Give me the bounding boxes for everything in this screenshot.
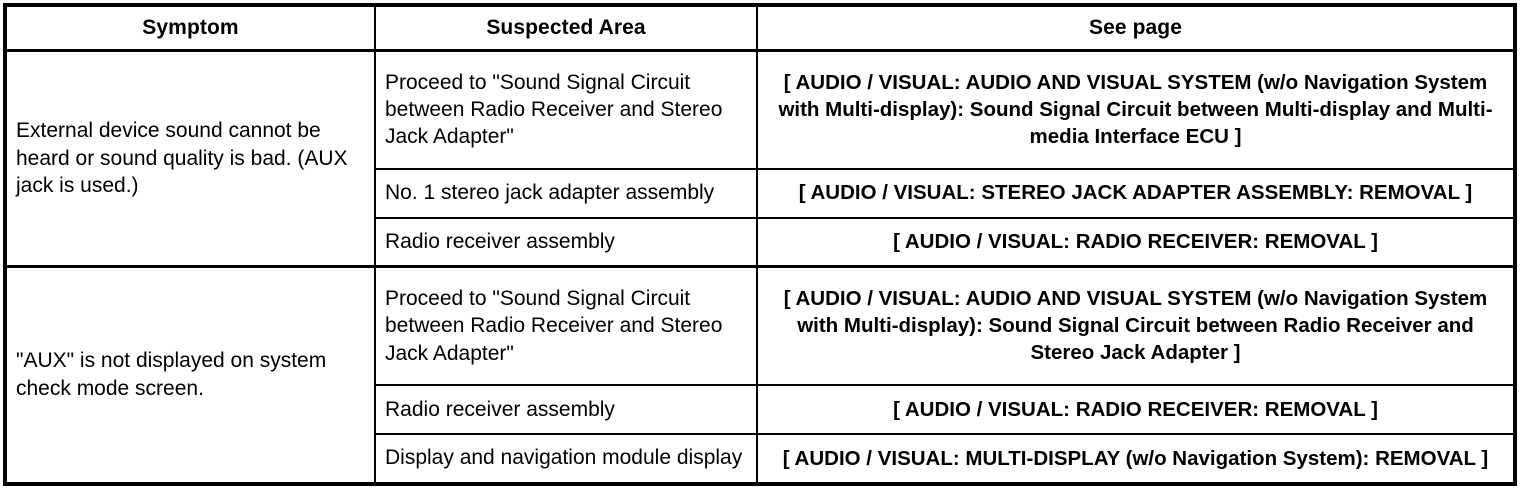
table-row: "AUX" is not displayed on system check m… [4, 265, 1516, 486]
suspected-area-cell: Radio receiver assembly [374, 216, 758, 268]
suspected-area-cell: Proceed to "Sound Signal Circuit between… [374, 265, 758, 387]
suspected-area-text: Display and navigation module display [385, 446, 743, 470]
column-header-symptom: Symptom [4, 4, 376, 52]
table-header: Symptom Suspected Area See page [4, 4, 1516, 52]
see-page-text: [ AUDIO / VISUAL: STEREO JACK ADAPTER AS… [798, 181, 1473, 205]
see-page-cell: [ AUDIO / VISUAL: MULTI-DISPLAY (w/o Nav… [756, 433, 1516, 485]
suspected-area-cell: Proceed to "Sound Signal Circuit between… [374, 49, 758, 171]
symptom-cell: "AUX" is not displayed on system check m… [4, 265, 376, 486]
see-page-cell: [ AUDIO / VISUAL: STEREO JACK ADAPTER AS… [756, 168, 1516, 219]
suspected-area-text: No. 1 stereo jack adapter assembly [385, 181, 715, 205]
table-row: External device sound cannot be heard or… [4, 48, 1516, 268]
table-row: Display and navigation module display [ … [5, 433, 1516, 485]
symptom-cell: External device sound cannot be heard or… [4, 48, 376, 268]
symptom-text: External device sound cannot be heard or… [16, 119, 348, 197]
see-page-text: [ AUDIO / VISUAL: MULTI-DISPLAY (w/o Nav… [782, 446, 1489, 470]
column-header-suspected-area: Suspected Area [374, 4, 758, 52]
symptom-text: "AUX" is not displayed on system check m… [16, 349, 327, 400]
suspected-area-text: Radio receiver assembly [385, 229, 615, 253]
see-page-cell: [ AUDIO / VISUAL: RADIO RECEIVER: REMOVA… [756, 384, 1516, 436]
see-page-cell: [ AUDIO / VISUAL: AUDIO AND VISUAL SYSTE… [756, 49, 1516, 171]
see-page-text: [ AUDIO / VISUAL: RADIO RECEIVER: REMOVA… [893, 230, 1378, 253]
suspected-area-cell: No. 1 stereo jack adapter assembly [374, 168, 758, 219]
suspected-area-text: Proceed to "Sound Signal Circuit between… [385, 70, 723, 149]
symptom-diagnosis-table: Symptom Suspected Area See page External… [3, 3, 1517, 486]
see-page-text: [ AUDIO / VISUAL: AUDIO AND VISUAL SYSTE… [783, 287, 1488, 365]
see-page-cell: [ AUDIO / VISUAL: RADIO RECEIVER: REMOVA… [756, 216, 1516, 268]
suspected-area-cell: Radio receiver assembly [374, 384, 758, 436]
suspected-area-cell: Display and navigation module display [374, 433, 758, 485]
suspected-area-text: Radio receiver assembly [385, 397, 615, 421]
see-page-cell: [ AUDIO / VISUAL: AUDIO AND VISUAL SYSTE… [756, 265, 1516, 387]
table-row: No. 1 stereo jack adapter assembly [ AUD… [5, 168, 1516, 219]
table-body: External device sound cannot be heard or… [4, 48, 1516, 486]
table-row: Radio receiver assembly [ AUDIO / VISUAL… [5, 384, 1516, 436]
see-page-text: [ AUDIO / VISUAL: AUDIO AND VISUAL SYSTE… [778, 70, 1493, 149]
table-row: Radio receiver assembly [ AUDIO / VISUAL… [5, 216, 1516, 268]
suspected-area-text: Proceed to "Sound Signal Circuit between… [385, 286, 723, 365]
column-header-see-page: See page [756, 4, 1516, 52]
see-page-text: [ AUDIO / VISUAL: RADIO RECEIVER: REMOVA… [893, 397, 1378, 421]
table-header-row: Symptom Suspected Area See page [4, 4, 1516, 52]
